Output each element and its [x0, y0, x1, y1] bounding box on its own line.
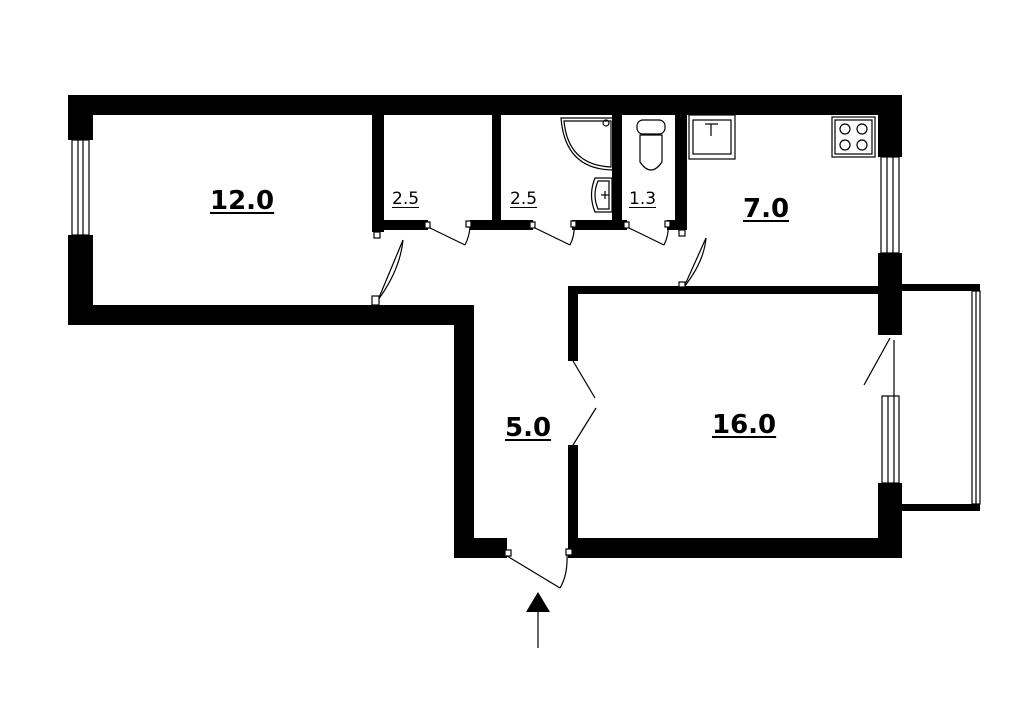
interior-walls — [372, 115, 902, 558]
toilet-area: 1.3 — [629, 189, 657, 209]
stove-icon — [831, 116, 876, 158]
outer-walls — [68, 95, 902, 558]
hall-area: 5.0 — [505, 413, 552, 443]
kitchen-sink-icon — [688, 114, 736, 160]
washbasin-icon — [590, 177, 613, 213]
shower-icon — [560, 117, 615, 171]
room-16-area: 16.0 — [712, 410, 777, 440]
toilet-icon — [636, 119, 666, 171]
entrance-arrow-icon — [526, 592, 550, 648]
closet-a-area: 2.5 — [392, 189, 420, 209]
room-12-area: 12.0 — [210, 186, 275, 216]
bathroom-area: 2.5 — [510, 189, 538, 209]
windows — [71, 139, 900, 484]
doors — [371, 220, 895, 589]
kitchen-area: 7.0 — [743, 194, 790, 224]
balcony — [900, 284, 981, 511]
